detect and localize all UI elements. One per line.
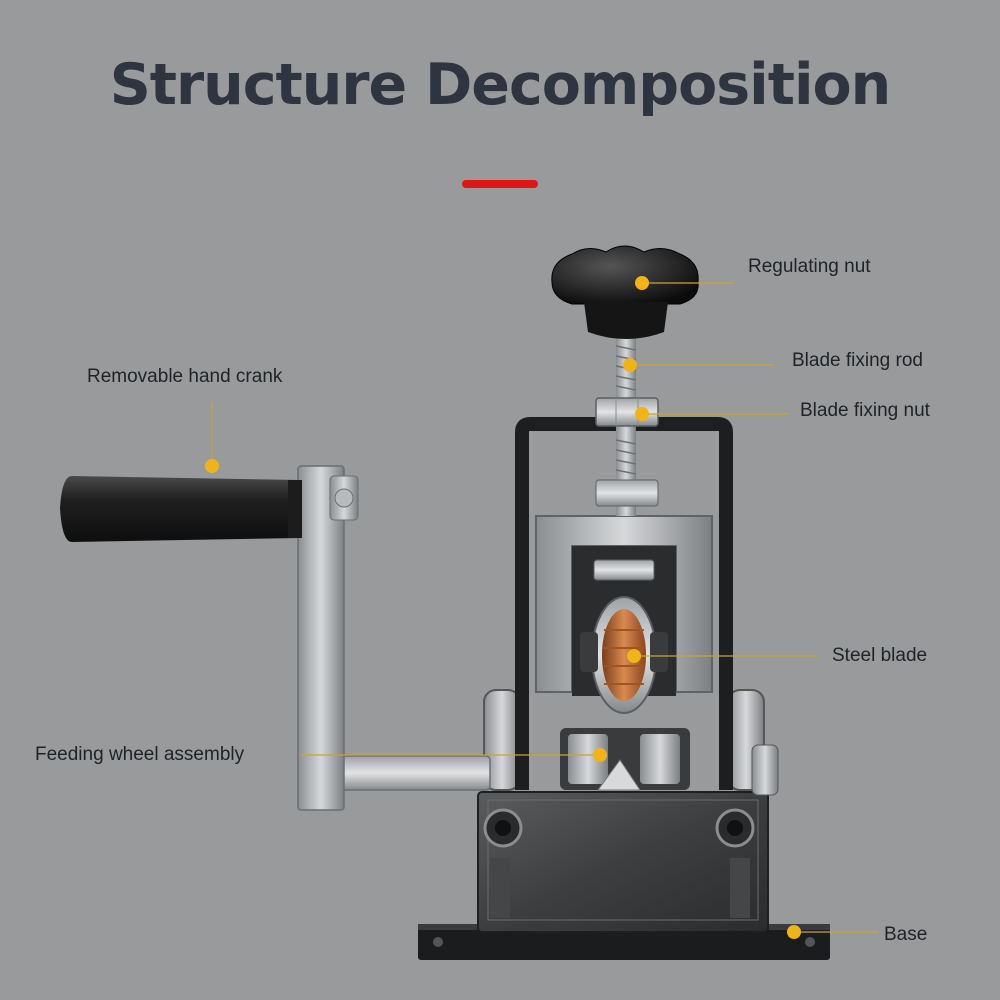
- callout-steel-blade: Steel blade: [832, 645, 928, 666]
- callout-base: Base: [884, 924, 928, 945]
- side-gears: [483, 689, 779, 796]
- hand-crank: [60, 465, 491, 811]
- callout-blade-fixing-rod: Blade fixing rod: [792, 350, 923, 371]
- page-title: Structure Decomposition: [109, 52, 891, 118]
- callout-blade-fixing-nut: Blade fixing nut: [800, 400, 930, 421]
- callout-markers: [205, 276, 878, 939]
- callout-regulating-nut: Regulating nut: [748, 256, 871, 277]
- steel-blade: [580, 559, 668, 714]
- regulating-nut: [551, 245, 699, 339]
- title-accent-bar: [462, 180, 538, 188]
- callout-feeding-wheel-assembly: Feeding wheel assembly: [35, 744, 245, 765]
- callout-removable-hand-crank: Removable hand crank: [87, 366, 283, 387]
- feeding-wheels: [560, 728, 690, 791]
- lower-housing: [477, 791, 769, 933]
